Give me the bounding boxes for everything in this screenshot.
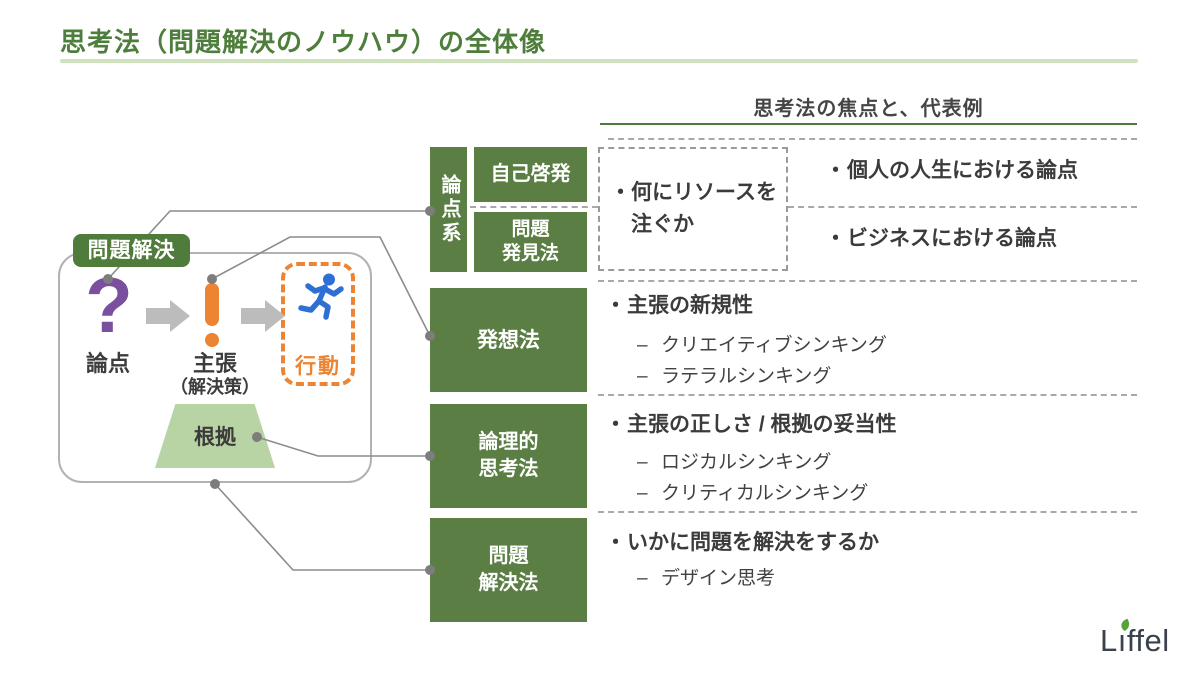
dashed-separator — [598, 394, 1137, 396]
method-text: クリエイティブシンキング — [661, 335, 887, 356]
leaf-icon — [1121, 618, 1130, 631]
bullet-marker: ・ — [610, 181, 631, 204]
method-text: ロジカルシンキング — [661, 452, 832, 473]
category-label-line: 論理的 — [478, 431, 539, 453]
example-text: ビジネスにおける論点 — [847, 227, 1057, 250]
focus-text-line: 注ぐか — [631, 213, 694, 236]
step-label-ronten: 論点 — [85, 351, 130, 376]
focus-box-resources: ・何にリソースを 注ぐか — [598, 147, 788, 271]
category-label: 自己啓発 — [490, 163, 571, 185]
category-label: 発想法 — [477, 328, 540, 352]
focus-item: ・ 主張の正しさ / 根拠の妥当性 — [605, 412, 897, 438]
focus-item: ・ 主張の新規性 — [605, 293, 753, 319]
dashed-separator — [598, 280, 1137, 282]
method-text: ラテラルシンキング — [661, 366, 832, 387]
example-text: 個人の人生における論点 — [847, 159, 1078, 182]
method-text: デザイン思考 — [661, 568, 776, 589]
problem-solving-badge: 問題解決 — [73, 234, 190, 267]
connector-line — [214, 483, 430, 571]
dash-marker: – — [637, 335, 648, 356]
dashed-separator — [608, 138, 1137, 140]
exclamation-mark-dot — [205, 333, 219, 347]
category-label-line: 発見法 — [501, 243, 559, 264]
liffel-logo: Lıffel — [1100, 618, 1170, 659]
dash-marker: – — [637, 452, 648, 473]
logo-text: Lıffel — [1100, 623, 1170, 658]
category-box-hassou: 発想法 — [430, 288, 587, 392]
exclamation-mark-icon — [205, 283, 219, 326]
method-text: クリティカルシンキング — [661, 483, 869, 504]
dash-marker: – — [637, 568, 648, 589]
bullet-marker: ・ — [605, 413, 626, 436]
bullet-marker: ・ — [605, 294, 626, 317]
method-item: – デザイン思考 — [637, 566, 775, 591]
bullet-marker: ・ — [605, 531, 626, 554]
focus-text-line: ・何にリソースを — [610, 181, 777, 204]
page-title: 思考法（問題解決のノウハウ）の全体像 — [60, 27, 547, 57]
category-box-ronten-kei: 論点系 — [430, 147, 467, 272]
example-item: ・ 個人の人生における論点 — [825, 158, 1078, 184]
bullet-marker: ・ — [825, 227, 846, 250]
focus-item: ・ いかに問題を解決をするか — [605, 530, 879, 556]
title-underline — [60, 59, 1138, 63]
example-item: ・ ビジネスにおける論点 — [825, 226, 1057, 252]
evidence-label: 根拠 — [194, 426, 236, 449]
running-person-icon — [298, 273, 344, 320]
method-item: – ラテラルシンキング — [637, 364, 831, 389]
dash-marker: – — [637, 366, 648, 387]
focus-text: いかに問題を解決をするか — [627, 531, 879, 554]
focus-column-underline — [600, 123, 1137, 125]
focus-text: 主張の新規性 — [627, 294, 753, 317]
category-box-mondai-kaiketsu: 問題 解決法 — [430, 518, 587, 622]
method-item: – クリエイティブシンキング — [637, 333, 887, 358]
category-box-ronriteki-shikou: 論理的 思考法 — [430, 404, 587, 508]
bullet-marker: ・ — [825, 159, 846, 182]
question-mark-icon: ? — [85, 261, 133, 349]
category-label-line: 解決法 — [478, 572, 539, 594]
step-label-koudou: 行動 — [295, 355, 341, 378]
focus-text: 主張の正しさ / 根拠の妥当性 — [627, 413, 897, 436]
dashed-separator — [598, 511, 1137, 513]
step-label-shucho: 主張 — [192, 351, 237, 376]
category-box-jiko-keihatsu: 自己啓発 — [474, 147, 587, 202]
step-sublabel-kaiketsusaku: （解決策） — [170, 377, 260, 397]
method-item: – ロジカルシンキング — [637, 450, 831, 475]
category-box-mondai-hakken: 問題 発見法 — [474, 212, 587, 272]
focus-column-header: 思考法の焦点と、代表例 — [753, 98, 984, 120]
dash-marker: – — [637, 483, 648, 504]
category-label-line: 問題 — [488, 545, 529, 567]
method-item: – クリティカルシンキング — [637, 481, 868, 506]
evidence-trapezoid: 根拠 — [155, 404, 275, 468]
category-label: 論点系 — [438, 173, 460, 246]
category-label-line: 問題 — [511, 219, 550, 240]
dashed-separator — [470, 206, 598, 208]
dashed-separator — [788, 206, 1137, 208]
category-label-line: 思考法 — [478, 458, 539, 480]
